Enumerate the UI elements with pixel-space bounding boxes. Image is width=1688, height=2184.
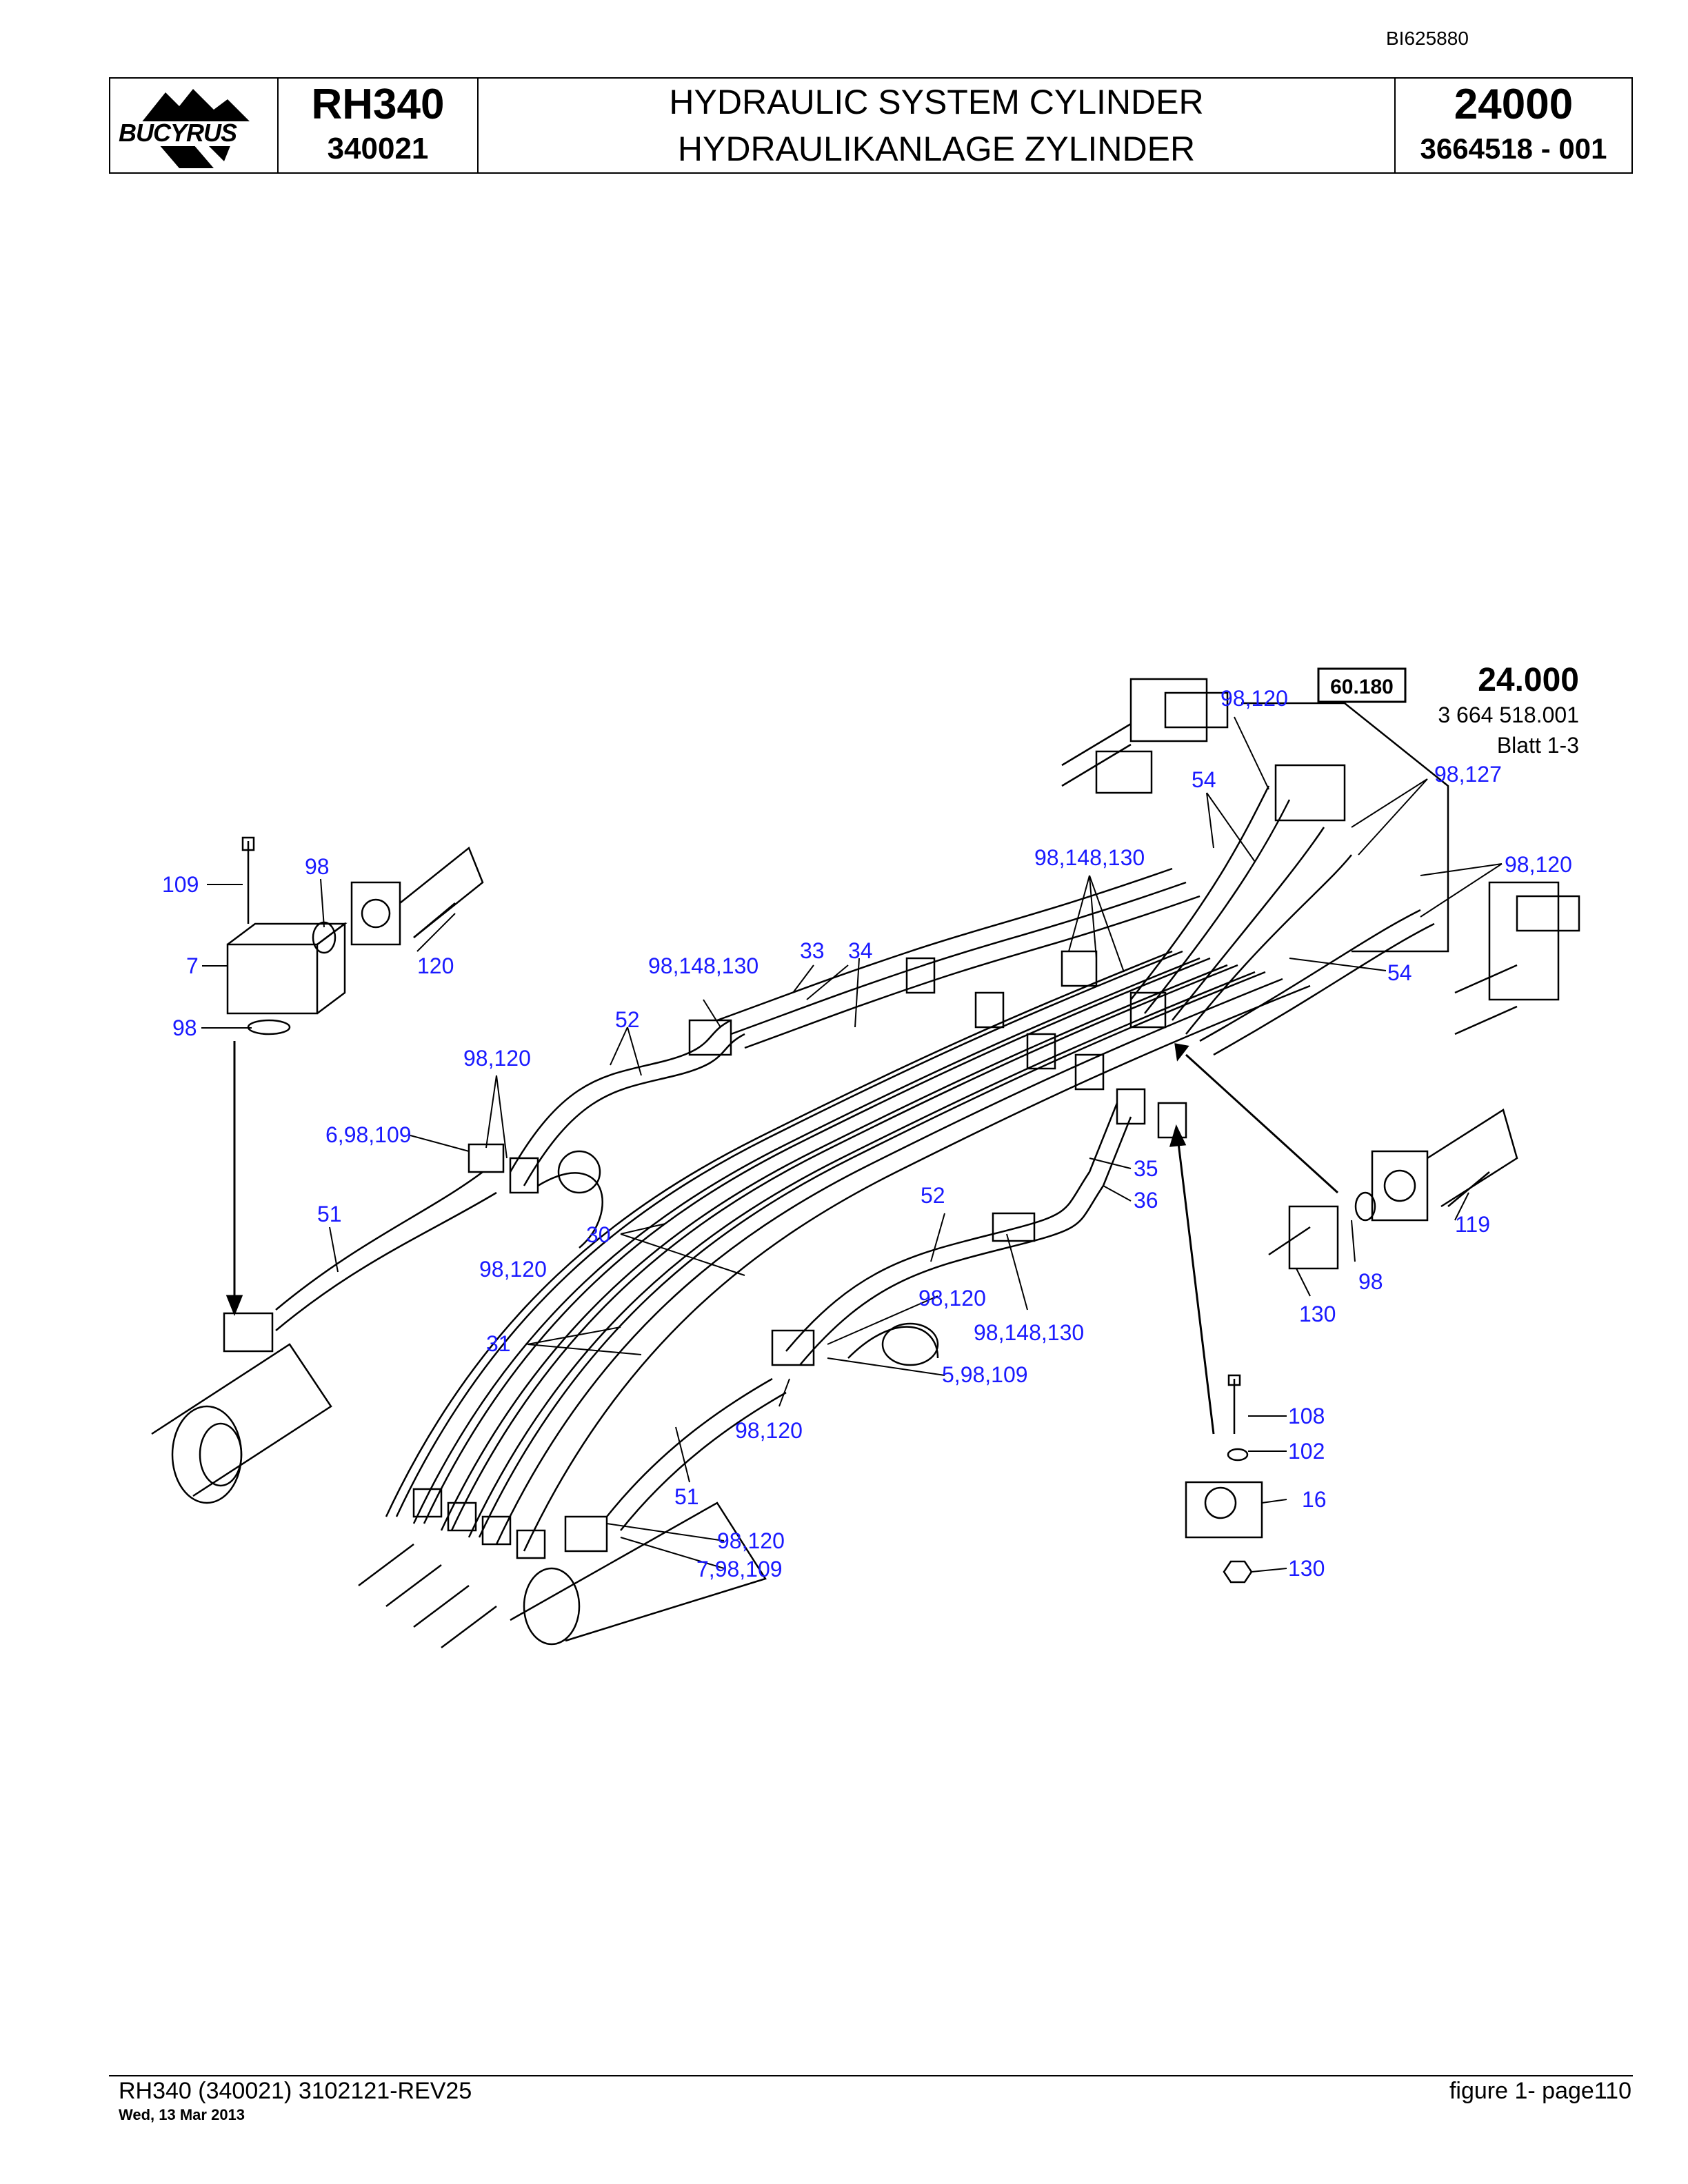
callout: 36: [1134, 1188, 1158, 1213]
callout: 5,98,109: [942, 1362, 1028, 1387]
callout: 130: [1288, 1556, 1325, 1581]
callout: 33: [800, 938, 825, 963]
hoses-51-52-left: [275, 1019, 745, 1331]
callout: 109: [162, 872, 199, 897]
footer-rule: [109, 2075, 1633, 2076]
logo-wordmark: BUCYRUS: [119, 119, 237, 147]
model-cell: RH340 340021: [279, 79, 479, 172]
footer-page-ref: figure 1- page110: [1449, 2078, 1631, 2104]
ref-box-label: 60.180: [1330, 676, 1394, 698]
callout: 35: [1134, 1156, 1158, 1181]
callout: 98: [1358, 1269, 1383, 1294]
callout: 98,120: [463, 1046, 531, 1071]
callout: 7: [186, 953, 199, 978]
ref-box: [1317, 667, 1407, 703]
clamp-exploded: [1185, 1374, 1263, 1584]
callout-labels: 109 98 7 120 98 98,120 6,98,109 51 98,12…: [162, 686, 1572, 1581]
flange-detail-right: [1268, 1109, 1518, 1270]
footer-document-ref: RH340 (340021) 3102121-REV25: [119, 2078, 472, 2104]
callout: 98,120: [735, 1418, 803, 1443]
callout: 51: [674, 1484, 699, 1509]
hoses-51-52-lower: [606, 1102, 1132, 1531]
callout: 108: [1288, 1404, 1325, 1428]
group-number: 24000: [1454, 81, 1574, 128]
pipe-ends: [358, 1488, 608, 1648]
document-id: BI625880: [1386, 28, 1469, 49]
callout: 98,148,130: [1034, 845, 1145, 870]
sheet-label: Blatt 1-3: [1497, 733, 1579, 758]
callout: 52: [921, 1183, 945, 1208]
title-block: BUCYRUS RH340 340021 HYDRAULIC SYSTEM CY…: [109, 77, 1633, 174]
callout: 98,120: [717, 1528, 785, 1553]
footer-date: Wed, 13 Mar 2013: [119, 2106, 245, 2123]
arrows: [225, 1041, 1339, 1435]
callout: 120: [417, 953, 454, 978]
flange-detail-left: [226, 836, 484, 1035]
valve-blocks: [1061, 678, 1580, 1035]
lower-cylinder: [510, 1322, 939, 1646]
callout: 98,148,130: [648, 953, 758, 978]
callout: 34: [848, 938, 873, 963]
title-cell: HYDRAULIC SYSTEM CYLINDER HYDRAULIKANLAG…: [479, 79, 1396, 172]
callout: 98,120: [1505, 852, 1572, 877]
callout: 98: [305, 854, 330, 879]
hose-bundle: [385, 950, 1311, 1552]
callout: 119: [1455, 1212, 1490, 1237]
callout: 98: [172, 1015, 197, 1040]
model-number: RH340: [311, 81, 445, 128]
bucyrus-logo: [117, 89, 269, 168]
logo-cell: BUCYRUS: [110, 79, 279, 172]
leader-lines: [201, 716, 1503, 1573]
callout: 98,120: [1220, 686, 1288, 711]
callout: 102: [1288, 1439, 1325, 1464]
left-cylinder: [151, 1150, 603, 1504]
group-cell: 24000 3664518 - 001: [1396, 79, 1631, 172]
callout: 6,98,109: [325, 1122, 412, 1147]
title-english: HYDRAULIC SYSTEM CYLINDER: [669, 83, 1204, 121]
callout: 16: [1302, 1487, 1327, 1512]
hoses-33-34: [716, 867, 1200, 1049]
callout: 7,98,109: [696, 1557, 783, 1581]
callout: 31: [486, 1331, 511, 1356]
callout: 52: [615, 1007, 640, 1032]
callout: 98,127: [1434, 762, 1502, 787]
serial-number: 340021: [327, 132, 429, 165]
callout: 130: [1299, 1302, 1336, 1326]
title-german: HYDRAULIKANLAGE ZYLINDER: [677, 130, 1196, 168]
drawing-number: 3 664 518.001: [1438, 702, 1579, 727]
part-number: 3664518 - 001: [1420, 132, 1607, 165]
callout: 54: [1387, 960, 1412, 985]
callout: 30: [586, 1222, 611, 1247]
callout: 98,120: [918, 1286, 986, 1311]
callout: 98,148,130: [974, 1320, 1084, 1345]
callout: 54: [1192, 767, 1216, 792]
hoses-54: [1130, 785, 1435, 1056]
drawing-group: 24.000: [1478, 662, 1579, 698]
callout: 51: [317, 1202, 342, 1226]
callout: 98,120: [479, 1257, 547, 1282]
